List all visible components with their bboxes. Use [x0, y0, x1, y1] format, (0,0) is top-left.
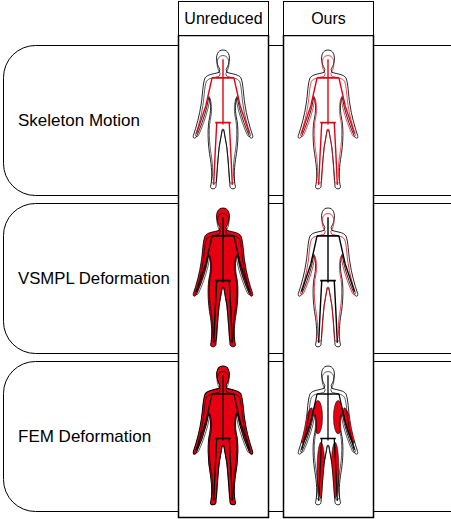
- row-label: FEM Deformation: [18, 427, 151, 447]
- row-label: VSMPL Deformation: [18, 269, 170, 289]
- column-header: Unreduced: [178, 1, 269, 36]
- column-label: Unreduced: [184, 9, 262, 28]
- human-figure: [298, 366, 358, 505]
- human-figure: [193, 50, 253, 189]
- column-frame: [179, 36, 374, 518]
- human-figure: [298, 50, 358, 189]
- row-band: VSMPL Deformation: [4, 204, 176, 354]
- column-label: Ours: [311, 9, 346, 28]
- human-figure: [193, 208, 253, 347]
- column-header: Ours: [283, 1, 374, 36]
- human-figure: [298, 208, 358, 347]
- human-figure: [193, 366, 253, 505]
- row-band: FEM Deformation: [4, 362, 176, 512]
- row-band-outline: [4, 46, 451, 512]
- row-label: Skeleton Motion: [18, 111, 140, 131]
- row-band: Skeleton Motion: [4, 46, 176, 196]
